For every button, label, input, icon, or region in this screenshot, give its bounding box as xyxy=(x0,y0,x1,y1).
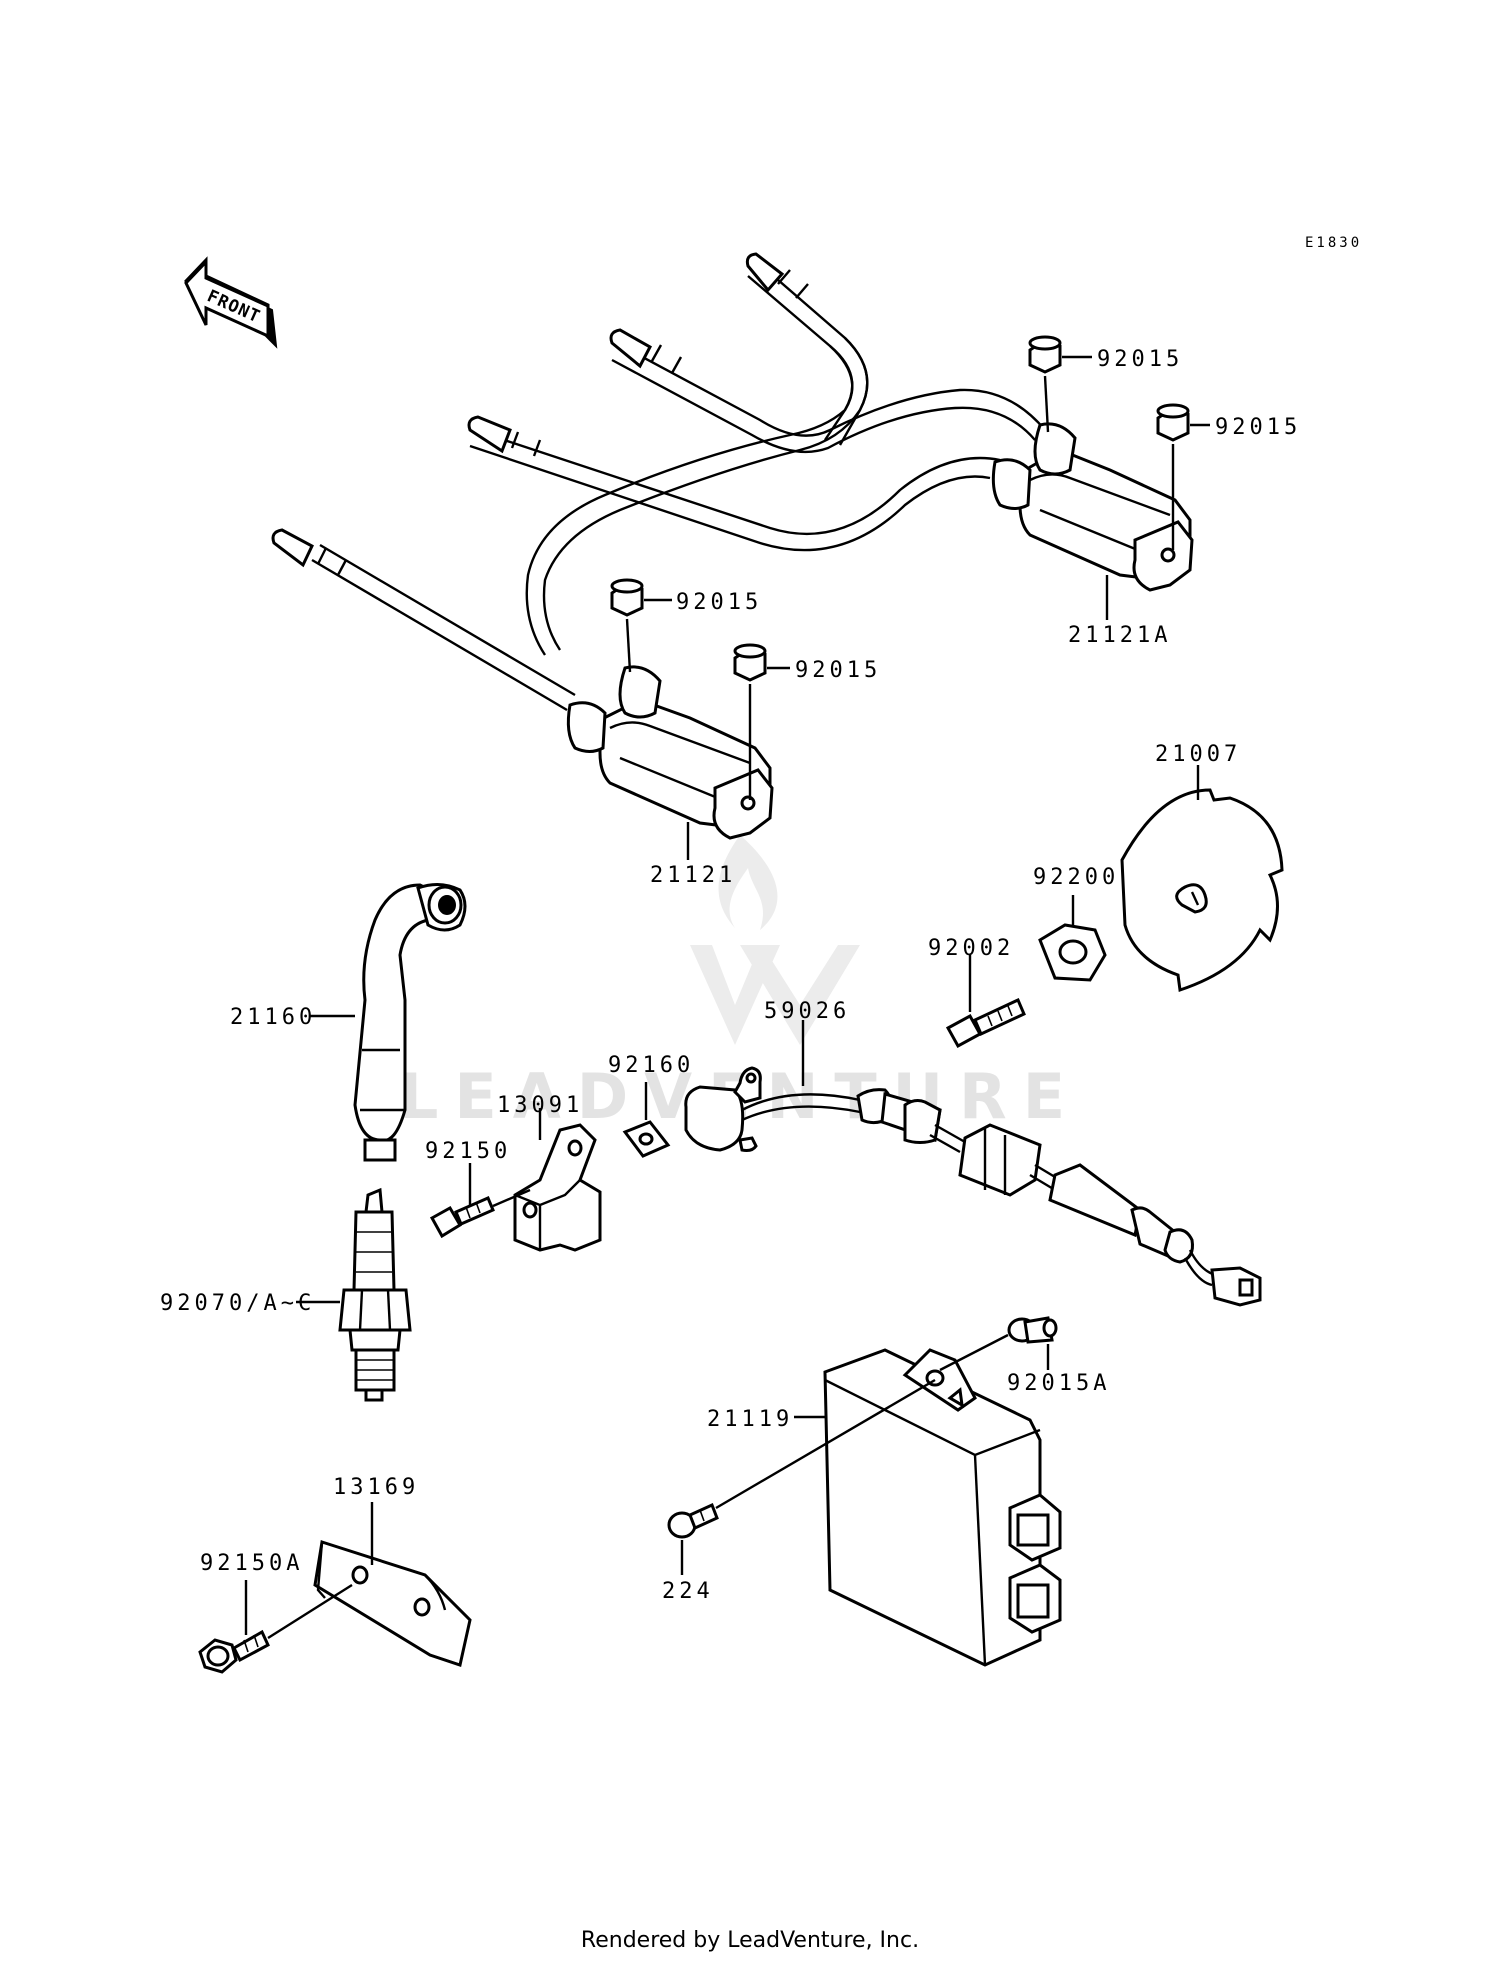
label-92160: 92160 xyxy=(608,1053,694,1078)
label-92070: 92070/A~C xyxy=(160,1291,315,1316)
label-92015a: 92015A xyxy=(1007,1371,1110,1396)
wire-end-3 xyxy=(467,415,542,457)
timing-rotor xyxy=(1120,765,1284,992)
label-21160: 21160 xyxy=(230,1005,316,1030)
ignition-coil-rear xyxy=(991,422,1194,592)
label-92015-rear-side: 92015 xyxy=(1215,415,1301,440)
wire-end-2 xyxy=(609,328,683,374)
label-92200: 92200 xyxy=(1033,865,1119,890)
label-59026: 59026 xyxy=(764,999,850,1024)
flange-nut-a xyxy=(1028,335,1092,433)
flange-nut-d xyxy=(733,643,790,800)
mounting-plate xyxy=(313,1502,472,1667)
label-92002: 92002 xyxy=(928,936,1014,961)
wire-end-4 xyxy=(271,528,348,576)
igniter-box xyxy=(794,1348,1062,1667)
label-21007: 21007 xyxy=(1155,742,1241,767)
pickup-bracket xyxy=(513,1108,602,1252)
label-21121a: 21121A xyxy=(1068,623,1171,648)
bracket-bolt xyxy=(429,1163,531,1239)
coil-wires xyxy=(271,252,1046,712)
label-92015-front-side: 92015 xyxy=(795,658,881,683)
igniter-screw xyxy=(667,1378,936,1575)
diagram-code: E1830 xyxy=(1305,235,1362,251)
pickup-coil xyxy=(684,1020,1262,1307)
igniter-collar xyxy=(939,1316,1058,1372)
label-21119: 21119 xyxy=(707,1407,793,1432)
label-92015-rear-top: 92015 xyxy=(1097,347,1183,372)
pickup-washer xyxy=(622,1082,671,1158)
wire-end-1 xyxy=(745,252,809,299)
footer-credit: Rendered by LeadVenture, Inc. xyxy=(580,1928,920,1953)
spark-plug-cap xyxy=(310,883,467,1162)
label-92015-front-top: 92015 xyxy=(676,590,762,615)
ignition-coil-front xyxy=(566,665,774,840)
label-21121: 21121 xyxy=(650,863,736,888)
flange-nut-c xyxy=(610,578,672,673)
spark-plug xyxy=(296,1187,412,1402)
hex-nut xyxy=(1038,895,1107,982)
label-92150a: 92150A xyxy=(200,1551,303,1576)
label-13091: 13091 xyxy=(497,1093,583,1118)
flange-nut-b xyxy=(1156,403,1210,550)
label-13169: 13169 xyxy=(333,1475,419,1500)
rotor-bolt xyxy=(945,955,1026,1049)
plate-bolt xyxy=(198,1580,353,1674)
label-92150: 92150 xyxy=(425,1139,511,1164)
front-arrow-icon: FRONT xyxy=(184,256,278,349)
label-224: 224 xyxy=(662,1579,714,1604)
